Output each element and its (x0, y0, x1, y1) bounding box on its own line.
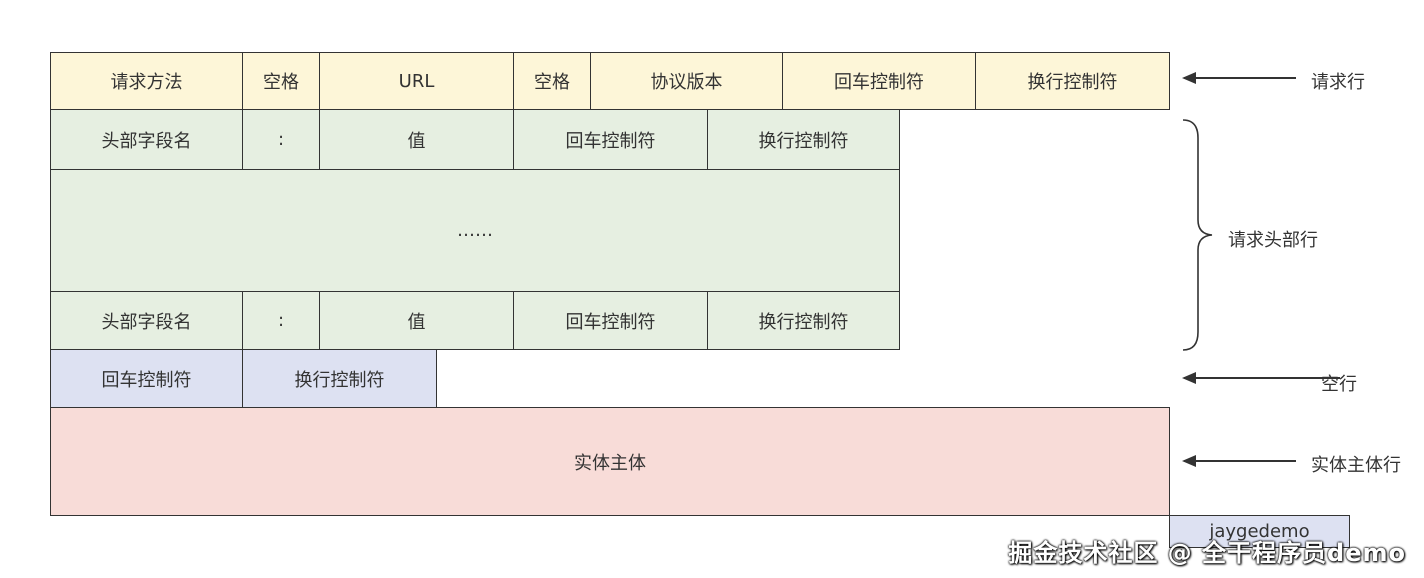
header-value-cell-2: 值 (319, 291, 514, 350)
entity-body-arrow (1182, 455, 1296, 467)
watermark: 掘金技术社区 @ 全干程序员demo (1008, 539, 1406, 567)
url-cell: URL (319, 52, 514, 110)
header-carriage-return-cell-2: 回车控制符 (513, 291, 708, 350)
header-colon-cell: : (242, 109, 320, 170)
header-value-cell: 值 (319, 109, 514, 170)
header-brace (1182, 119, 1213, 351)
header-ellipsis-cell: …… (50, 169, 900, 292)
entity-body-cell: 实体主体 (50, 407, 1170, 516)
header-line-feed-cell-2: 换行控制符 (707, 291, 900, 350)
header-colon-cell-2: : (242, 291, 320, 350)
blank-line-label: 空行 (1321, 374, 1357, 395)
carriage-return-cell: 回车控制符 (782, 52, 976, 110)
blank-line-arrow (1182, 372, 1340, 384)
header-line-feed-cell: 换行控制符 (707, 109, 900, 170)
request-line-arrow (1182, 72, 1296, 84)
entity-body-label: 实体主体行 (1311, 455, 1401, 476)
header-carriage-return-cell: 回车控制符 (513, 109, 708, 170)
small-tag: jaygedemo (1169, 515, 1350, 548)
blank-line-feed-cell: 换行控制符 (242, 349, 437, 408)
request-method-cell: 请求方法 (50, 52, 243, 110)
blank-carriage-return-cell: 回车控制符 (50, 349, 243, 408)
line-feed-cell: 换行控制符 (975, 52, 1170, 110)
header-label: 请求头部行 (1228, 230, 1318, 251)
space-cell-2: 空格 (513, 52, 591, 110)
header-field-name-cell: 头部字段名 (50, 109, 243, 170)
space-cell: 空格 (242, 52, 320, 110)
header-field-name-cell-2: 头部字段名 (50, 291, 243, 350)
protocol-version-cell: 协议版本 (590, 52, 783, 110)
request-line-label: 请求行 (1311, 72, 1365, 93)
